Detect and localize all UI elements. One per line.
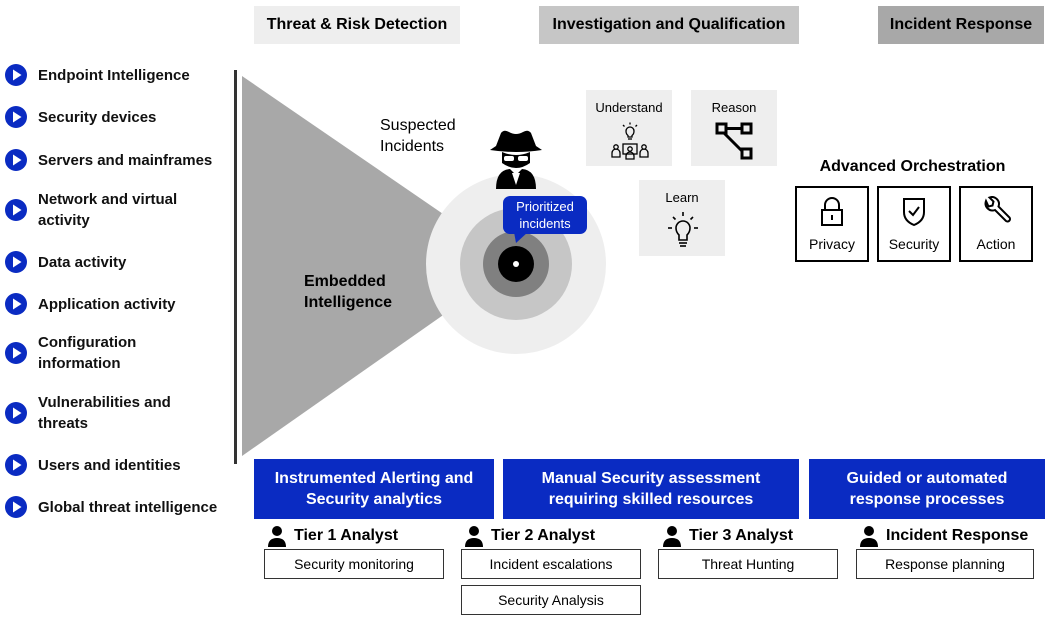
reason-label: Reason: [711, 100, 757, 115]
lock-icon: [821, 197, 843, 226]
funnel-triangle: [242, 76, 516, 456]
source-label: Users and identities: [38, 456, 181, 474]
security-box: Security: [877, 186, 951, 262]
source-item: Users and identities: [4, 453, 181, 477]
play-circle-icon: [5, 106, 27, 128]
phase-threat-risk-detection: Threat & Risk Detection: [254, 6, 460, 44]
play-circle-icon: [5, 496, 27, 518]
phase-label: Incident Response: [889, 16, 1033, 33]
understand-card: Understand: [586, 90, 672, 166]
learn-label: Learn: [665, 190, 699, 205]
action-box: Action: [959, 186, 1033, 262]
understand-label: Understand: [595, 100, 663, 115]
wrench-icon: [984, 196, 1011, 223]
person-icon: [268, 526, 286, 547]
person-icon: [860, 526, 878, 547]
band-label: Guided or automated response processes: [846, 470, 1008, 508]
understand-icon: [611, 122, 649, 160]
shield-check-icon: [903, 198, 925, 227]
task-threat-hunting: Threat Hunting: [658, 549, 838, 579]
play-circle-icon: [5, 149, 27, 171]
source-item: Network and virtual activity: [4, 189, 208, 231]
source-item: Application activity: [4, 292, 176, 316]
prioritized-incidents-callout: Prioritized incidents: [503, 196, 587, 234]
embedded-intelligence-label: Embedded Intelligence: [304, 273, 393, 311]
source-label: Configuration information: [38, 334, 137, 372]
band-label: Instrumented Alerting and Security analy…: [274, 470, 474, 508]
source-label: Network and virtual activity: [38, 191, 178, 229]
source-item: Configuration information: [4, 332, 168, 374]
task-security-monitoring: Security monitoring: [264, 549, 444, 579]
person-icon: [465, 526, 483, 547]
source-label: Security devices: [38, 108, 157, 126]
analyst-title: Incident Response: [886, 527, 1029, 544]
person-icon: [663, 526, 681, 547]
source-label: Vulnerabilities and threats: [38, 394, 171, 432]
analyst-title: Tier 1 Analyst: [294, 527, 399, 544]
source-item: Vulnerabilities and threats: [4, 392, 198, 434]
source-label: Global threat intelligence: [38, 498, 218, 516]
callout-pointer: [514, 232, 528, 243]
band-alerting-analytics: Instrumented Alerting and Security analy…: [254, 459, 494, 519]
task-label: Security Analysis: [498, 592, 604, 608]
lightbulb-icon: [668, 212, 698, 247]
play-circle-icon: [5, 199, 27, 221]
play-circle-icon: [5, 454, 27, 476]
analyst-title: Tier 2 Analyst: [491, 527, 596, 544]
source-item: Servers and mainframes: [4, 148, 212, 172]
action-label: Action: [976, 236, 1016, 252]
source-label: Application activity: [38, 295, 176, 313]
source-label: Servers and mainframes: [38, 151, 213, 169]
task-label: Incident escalations: [489, 556, 613, 572]
core-dot: [513, 261, 519, 267]
phase-investigation: Investigation and Qualification: [539, 6, 799, 44]
source-label: Data activity: [38, 253, 127, 271]
task-incident-escalations: Incident escalations: [461, 549, 641, 579]
play-circle-icon: [5, 402, 27, 424]
play-circle-icon: [5, 342, 27, 364]
suspected-incidents-label: Suspected Incidents: [380, 117, 456, 155]
privacy-box: Privacy: [795, 186, 869, 262]
source-item: Security devices: [4, 105, 156, 129]
task-label: Threat Hunting: [701, 556, 795, 572]
band-guided-response: Guided or automated response processes: [809, 459, 1045, 519]
task-label: Response planning: [885, 556, 1005, 572]
analyst-title: Tier 3 Analyst: [689, 527, 794, 544]
security-label: Security: [888, 236, 940, 252]
phase-label: Investigation and Qualification: [552, 16, 786, 33]
phase-incident-response: Incident Response: [878, 6, 1044, 44]
tier2-analyst-heading: Tier 2 Analyst: [465, 525, 595, 547]
incident-response-heading: Incident Response: [860, 525, 1028, 547]
prioritized-incidents-label: Prioritized incidents: [516, 199, 574, 231]
network-nodes-icon: [715, 122, 753, 160]
task-response-planning: Response planning: [856, 549, 1034, 579]
play-circle-icon: [5, 293, 27, 315]
reason-card: Reason: [691, 90, 777, 166]
task-label: Security monitoring: [294, 556, 414, 572]
hacker-icon: [490, 130, 542, 189]
play-circle-icon: [5, 64, 27, 86]
phase-label: Threat & Risk Detection: [266, 16, 448, 33]
tier3-analyst-heading: Tier 3 Analyst: [663, 525, 793, 547]
tier1-analyst-heading: Tier 1 Analyst: [268, 525, 398, 547]
source-item: Endpoint Intelligence: [4, 63, 190, 87]
source-item: Data activity: [4, 250, 126, 274]
band-label: Manual Security assessment requiring ski…: [541, 470, 761, 508]
source-item: Global threat intelligence: [4, 495, 217, 519]
task-security-analysis: Security Analysis: [461, 585, 641, 615]
privacy-label: Privacy: [809, 236, 855, 252]
learn-card: Learn: [639, 180, 725, 256]
band-manual-assessment: Manual Security assessment requiring ski…: [503, 459, 799, 519]
orchestration-title: Advanced Orchestration: [819, 158, 1006, 175]
source-divider: [234, 70, 237, 464]
source-label: Endpoint Intelligence: [38, 66, 190, 84]
play-circle-icon: [5, 251, 27, 273]
